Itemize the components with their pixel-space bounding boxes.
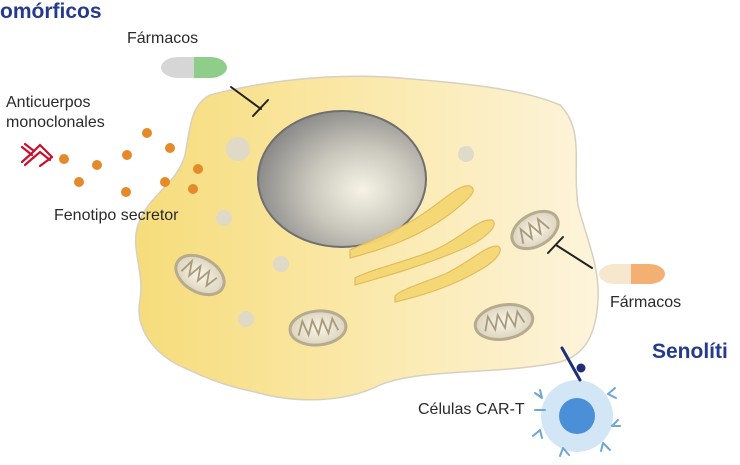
drug-capsule-icon <box>161 57 227 78</box>
mitochondrion-icon <box>510 209 560 251</box>
secretory-phenotype-dots <box>59 128 203 197</box>
mitochondrion-icon <box>288 309 348 347</box>
inhibition-arrow-icon <box>230 86 269 117</box>
antibodies-label-line1: Anticuerpos <box>6 94 91 111</box>
title-left: omórficos <box>0 0 102 23</box>
antibodies-label-line2: monoclonales <box>6 114 105 131</box>
car-t-label: Células CAR-T <box>418 401 525 418</box>
mitochondrion-icon <box>473 303 535 341</box>
vesicle <box>238 311 254 327</box>
vesicle <box>458 146 474 162</box>
vesicle <box>216 210 232 226</box>
golgi-apparatus <box>349 185 501 303</box>
secretory-phenotype-label: Fenotipo secretor <box>54 207 179 224</box>
drugs-label-top: Fármacos <box>127 30 199 47</box>
inhibition-arrow-icon <box>547 236 593 269</box>
vesicle <box>226 137 250 161</box>
vesicle <box>273 256 289 272</box>
monoclonal-antibody-icon <box>20 142 54 168</box>
nucleus <box>257 110 427 248</box>
title-right: Senolíti <box>652 340 728 363</box>
mitochondrion-icon <box>174 253 226 297</box>
drug-capsule-icon <box>599 264 665 284</box>
car-t-cell-icon <box>532 346 621 457</box>
drugs-label-right: Fármacos <box>610 294 682 311</box>
